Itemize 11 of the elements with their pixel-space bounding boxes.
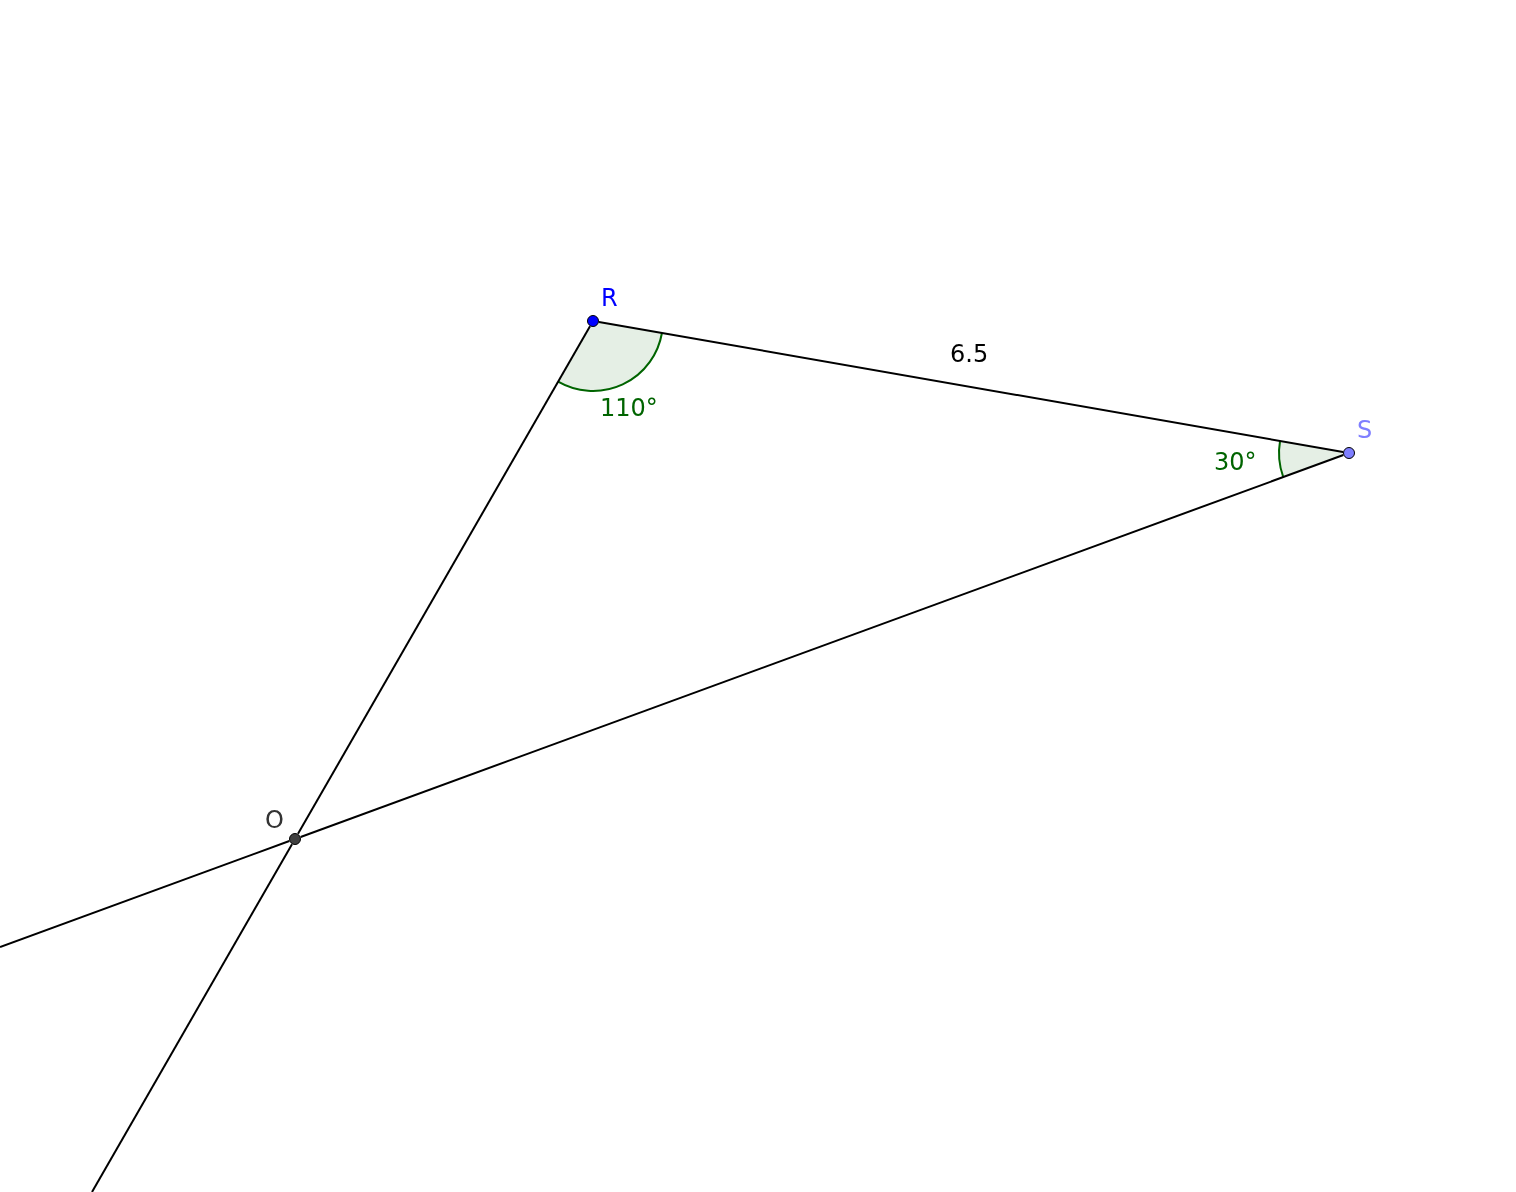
length-label: 6.5 <box>950 340 989 368</box>
line-segment <box>91 843 293 1192</box>
line-segment <box>597 321 1345 453</box>
angle-label: 30° <box>1214 448 1257 476</box>
point-label: S <box>1357 417 1373 443</box>
angle-label: 110° <box>600 394 658 422</box>
line-segment <box>299 454 1345 838</box>
line-segment <box>297 325 591 835</box>
point-label: O <box>265 807 284 833</box>
point-label: R <box>601 285 618 311</box>
line-segment <box>0 840 291 948</box>
